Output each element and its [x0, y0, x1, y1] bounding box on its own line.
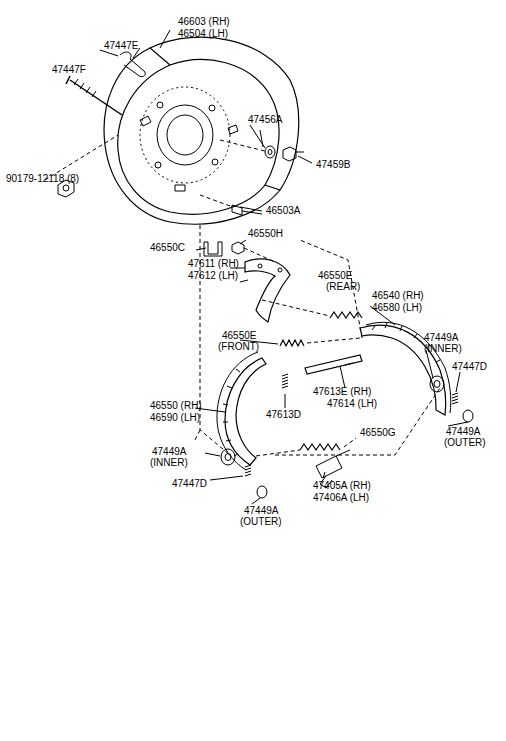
part-number: 47456A: [248, 114, 282, 125]
part-number: 47447D: [452, 361, 487, 372]
part-number: (INNER): [150, 457, 188, 468]
part-number: 47447F: [52, 64, 86, 75]
part-number: (OUTER): [444, 437, 486, 448]
part-number: 47449A: [446, 426, 480, 437]
part-number: 47614 (LH): [327, 398, 377, 409]
part-number: 47613D: [266, 409, 301, 420]
part-number: 46550E: [222, 330, 256, 341]
part-number: 47449A: [424, 332, 458, 343]
part-number: 46503A: [266, 205, 300, 216]
part-number: 46590 (LH): [150, 412, 200, 423]
part-number: 46504 (LH): [178, 28, 228, 39]
part-number: 47611 (RH): [188, 258, 239, 269]
part-number: 47447E: [104, 40, 138, 51]
part-number: 47449A: [152, 446, 186, 457]
part-number: (OUTER): [240, 516, 282, 527]
part-number: 47447D: [172, 478, 207, 489]
part-number: 46550 (RH): [150, 400, 202, 411]
part-number: 47449A: [244, 505, 278, 516]
part-number: 47613E (RH): [313, 386, 371, 397]
part-number: 46540 (RH): [372, 290, 424, 301]
part-number: (REAR): [326, 281, 360, 292]
part-number: 47459B: [316, 159, 350, 170]
part-number: 46550E: [318, 270, 352, 281]
part-number: 47612 (LH): [188, 270, 238, 281]
part-number: 46550C: [150, 242, 185, 253]
part-number: 46550H: [248, 228, 283, 239]
part-number: 47405A (RH): [313, 480, 371, 491]
part-number: 46580 (LH): [372, 302, 422, 313]
backing-plate: [104, 37, 299, 224]
part-number: 46550G: [360, 427, 396, 438]
part-number: 47406A (LH): [313, 492, 369, 503]
part-number: (FRONT): [218, 341, 259, 352]
part-number: 46603 (RH): [178, 16, 230, 27]
part-number: (INNER): [424, 343, 462, 354]
part-number: 90179-12118 (8): [6, 173, 79, 184]
